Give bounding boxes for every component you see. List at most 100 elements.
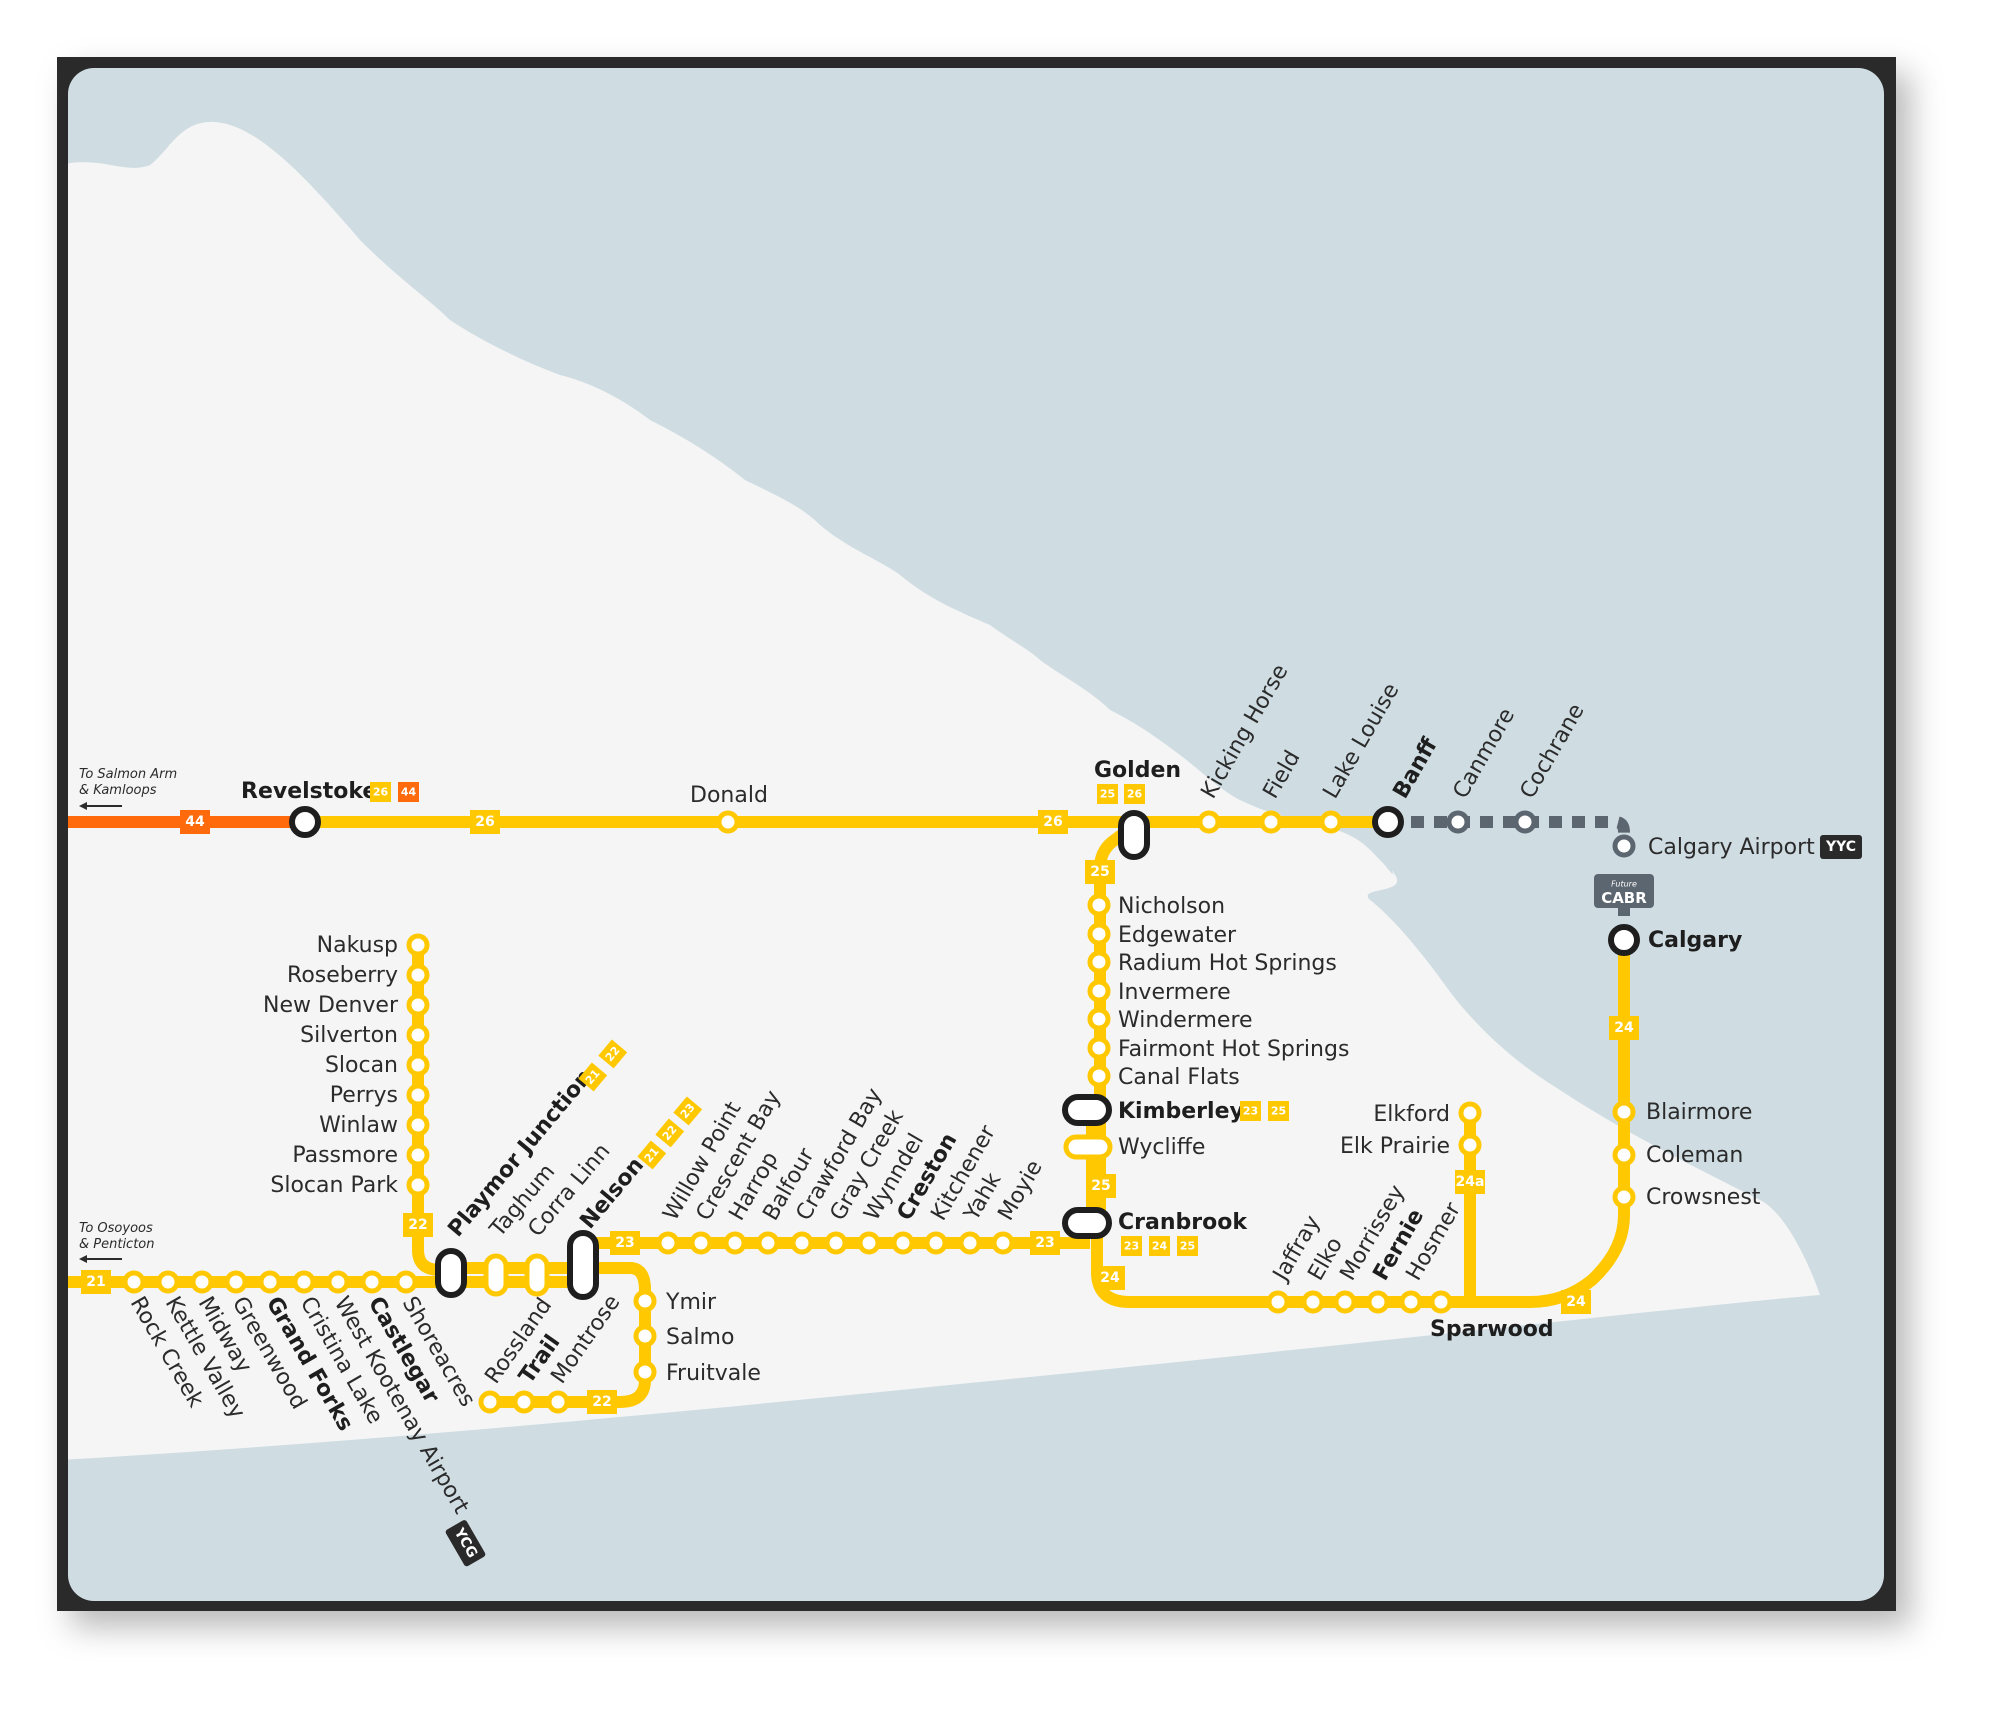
svg-text:24: 24 bbox=[1152, 1240, 1168, 1253]
station-jaffray[interactable] bbox=[1266, 1290, 1290, 1314]
route-badge-24a: 24a bbox=[1455, 1170, 1485, 1194]
station-greenwood[interactable] bbox=[224, 1270, 248, 1294]
station-winlaw[interactable] bbox=[406, 1113, 430, 1137]
station-trail[interactable] bbox=[512, 1390, 536, 1414]
station-ymir[interactable] bbox=[633, 1289, 657, 1313]
station-taghum[interactable] bbox=[483, 1253, 509, 1297]
station-donald[interactable] bbox=[716, 810, 740, 834]
station-grand-forks[interactable] bbox=[258, 1270, 282, 1294]
station-kitchener[interactable] bbox=[924, 1231, 948, 1255]
station-fernie[interactable] bbox=[1366, 1290, 1390, 1314]
station-yahk[interactable] bbox=[958, 1231, 982, 1255]
station-calgary-airport[interactable] bbox=[1612, 834, 1636, 858]
badge-nelson-21: 21 bbox=[637, 1140, 667, 1170]
station-edgewater[interactable] bbox=[1087, 922, 1111, 946]
station-nelson[interactable] bbox=[567, 1230, 599, 1300]
station-elkford[interactable] bbox=[1458, 1101, 1482, 1125]
svg-text:25: 25 bbox=[1100, 788, 1115, 801]
note-salmon-arm: To Salmon Arm & Kamloops bbox=[79, 767, 177, 810]
station-gray-creek[interactable] bbox=[824, 1231, 848, 1255]
station-cranbrook[interactable] bbox=[1062, 1207, 1112, 1239]
station-calgary[interactable] bbox=[1608, 924, 1640, 956]
label-passmore: Passmore bbox=[292, 1143, 398, 1168]
station-elk-prairie[interactable] bbox=[1458, 1133, 1482, 1157]
station-kicking-horse[interactable] bbox=[1197, 810, 1221, 834]
label-fruitvale: Fruitvale bbox=[666, 1361, 761, 1386]
station-creston[interactable] bbox=[891, 1231, 915, 1255]
svg-text:To Osoyoos: To Osoyoos bbox=[79, 1221, 153, 1236]
label-sparwood: Sparwood bbox=[1430, 1317, 1554, 1342]
svg-text:25: 25 bbox=[1091, 1178, 1110, 1194]
station-revelstoke[interactable] bbox=[289, 806, 321, 838]
station-passmore[interactable] bbox=[406, 1143, 430, 1167]
station-willow-point[interactable] bbox=[656, 1231, 680, 1255]
station-canmore[interactable] bbox=[1446, 810, 1470, 834]
station-invermere[interactable] bbox=[1087, 979, 1111, 1003]
route-badge-24-west: 24 bbox=[1095, 1266, 1125, 1290]
station-harrop[interactable] bbox=[723, 1231, 747, 1255]
station-roseberry[interactable] bbox=[406, 963, 430, 987]
station-montrose[interactable] bbox=[546, 1390, 570, 1414]
station-new-denver[interactable] bbox=[406, 993, 430, 1017]
station-slocan[interactable] bbox=[406, 1053, 430, 1077]
label-kimberley: Kimberley bbox=[1118, 1099, 1244, 1124]
station-windermere[interactable] bbox=[1087, 1007, 1111, 1031]
station-shoreacres[interactable] bbox=[394, 1270, 418, 1294]
station-elko[interactable] bbox=[1301, 1290, 1325, 1314]
label-cranbrook: Cranbrook bbox=[1118, 1210, 1248, 1235]
station-castlegar[interactable] bbox=[360, 1270, 384, 1294]
station-rock-creek[interactable] bbox=[122, 1270, 146, 1294]
station-morrissey[interactable] bbox=[1333, 1290, 1357, 1314]
station-corra-linn[interactable] bbox=[524, 1253, 550, 1297]
label-nakusp: Nakusp bbox=[317, 933, 398, 958]
station-west-kootenay-airport[interactable] bbox=[326, 1270, 350, 1294]
svg-text:23: 23 bbox=[1035, 1235, 1054, 1251]
station-lake-louise[interactable] bbox=[1319, 810, 1343, 834]
station-coleman[interactable] bbox=[1612, 1143, 1636, 1167]
svg-text:25: 25 bbox=[1090, 864, 1109, 880]
station-kimberley[interactable] bbox=[1062, 1094, 1112, 1126]
station-kettle-valley[interactable] bbox=[156, 1270, 180, 1294]
regular-stations bbox=[122, 810, 1636, 1414]
station-crowsnest[interactable] bbox=[1612, 1185, 1636, 1209]
station-silverton[interactable] bbox=[406, 1023, 430, 1047]
station-nicholson[interactable] bbox=[1087, 893, 1111, 917]
badge-yyc[interactable]: YYC bbox=[1820, 835, 1862, 859]
station-hosmer[interactable] bbox=[1399, 1290, 1423, 1314]
station-midway[interactable] bbox=[190, 1270, 214, 1294]
station-canal-flats[interactable] bbox=[1087, 1064, 1111, 1088]
label-radium: Radium Hot Springs bbox=[1118, 951, 1337, 976]
station-crawford-bay[interactable] bbox=[790, 1231, 814, 1255]
station-radium[interactable] bbox=[1087, 950, 1111, 974]
route-badge-23-west: 23 bbox=[610, 1231, 640, 1255]
station-wynndel[interactable] bbox=[857, 1231, 881, 1255]
station-banff[interactable] bbox=[1372, 806, 1404, 838]
station-salmo[interactable] bbox=[633, 1324, 657, 1348]
cabr-future-station[interactable]: Future CABR bbox=[1594, 874, 1654, 908]
label-windermere: Windermere bbox=[1118, 1008, 1253, 1033]
station-crescent-bay[interactable] bbox=[689, 1231, 713, 1255]
station-slocan-park[interactable] bbox=[406, 1173, 430, 1197]
svg-text:44: 44 bbox=[401, 786, 417, 799]
station-golden[interactable] bbox=[1118, 810, 1150, 860]
station-moyie[interactable] bbox=[991, 1231, 1015, 1255]
station-balfour[interactable] bbox=[756, 1231, 780, 1255]
station-cristina-lake[interactable] bbox=[292, 1270, 316, 1294]
station-blairmore[interactable] bbox=[1612, 1100, 1636, 1124]
svg-text:24a: 24a bbox=[1456, 1174, 1485, 1190]
label-winlaw: Winlaw bbox=[319, 1113, 398, 1138]
station-fairmont[interactable] bbox=[1087, 1036, 1111, 1060]
station-playmor[interactable] bbox=[435, 1248, 467, 1298]
station-cochrane[interactable] bbox=[1513, 810, 1537, 834]
station-fruitvale[interactable] bbox=[633, 1360, 657, 1384]
station-field[interactable] bbox=[1259, 810, 1283, 834]
station-sparwood[interactable] bbox=[1429, 1290, 1453, 1314]
svg-text:24: 24 bbox=[1100, 1270, 1120, 1286]
station-nakusp[interactable] bbox=[406, 933, 430, 957]
label-ymir: Ymir bbox=[665, 1290, 717, 1315]
station-rossland[interactable] bbox=[478, 1390, 502, 1414]
station-perrys[interactable] bbox=[406, 1083, 430, 1107]
station-wycliffe[interactable] bbox=[1063, 1134, 1113, 1160]
badge-cranbrook-24: 24 bbox=[1149, 1236, 1170, 1256]
svg-text:& Kamloops: & Kamloops bbox=[79, 783, 157, 798]
